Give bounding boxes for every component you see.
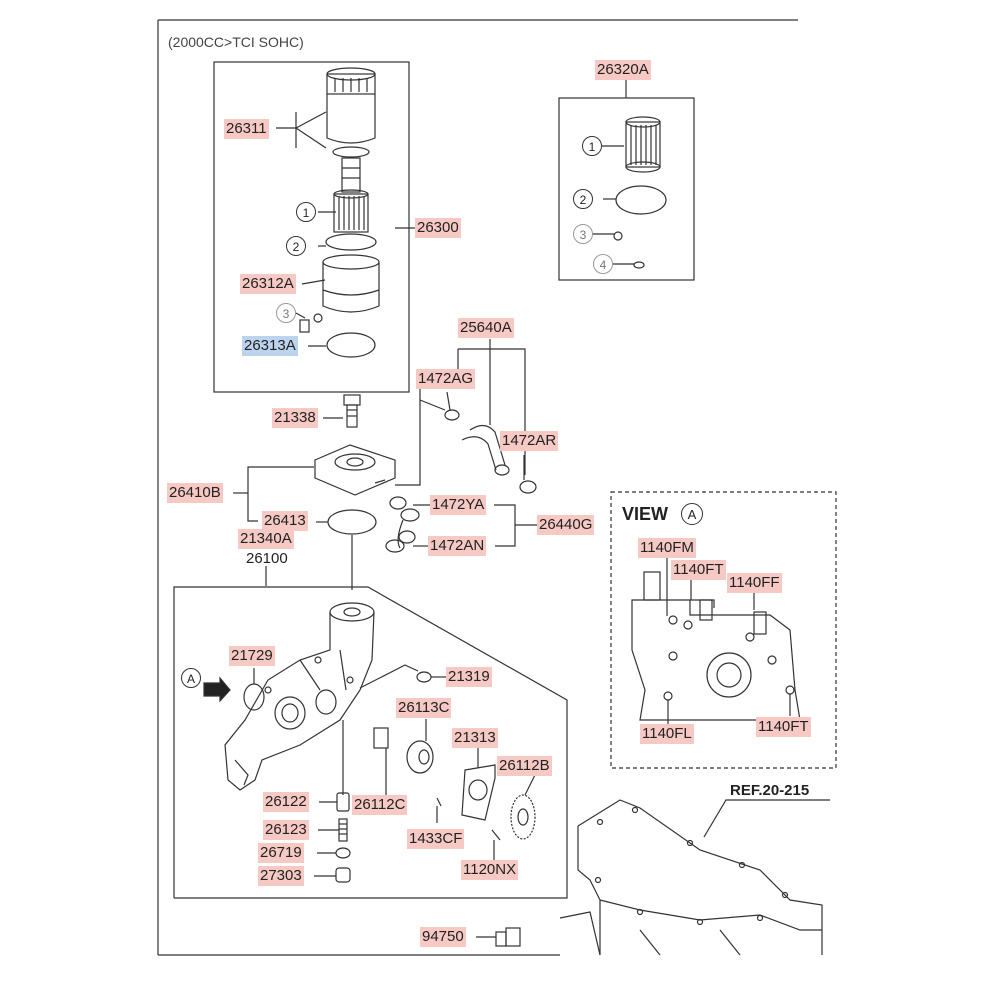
part-label-25640a[interactable]: 25640A [458, 318, 514, 338]
part-label-1472an[interactable]: 1472AN [428, 536, 487, 556]
callout-3: 3 [276, 303, 296, 323]
part-label-26122[interactable]: 26122 [263, 792, 309, 812]
part-label-1140ff[interactable]: 1140FF [727, 573, 782, 593]
part-label-1140ft-top[interactable]: 1140FT [671, 560, 726, 580]
view-arrow-a [203, 676, 231, 703]
view-a-marker: A [681, 503, 703, 525]
part-label-1472ag[interactable]: 1472AG [416, 369, 476, 389]
view-a-box [610, 491, 837, 769]
part-label-21319[interactable]: 21319 [446, 667, 492, 687]
oil-pump-box [173, 586, 568, 899]
callout-1: 1 [296, 202, 316, 222]
oil-filter-element-drawing [299, 67, 380, 358]
part-label-26440g[interactable]: 26440G [537, 515, 595, 535]
part-label-1472ya[interactable]: 1472YA [430, 495, 487, 515]
part-label-26410b[interactable]: 26410B [167, 483, 223, 503]
part-label-1140fl[interactable]: 1140FL [640, 724, 694, 744]
part-label-1120nx[interactable]: 1120NX [461, 860, 519, 880]
part-label-27303[interactable]: 27303 [258, 866, 304, 886]
callout-4: 4 [593, 254, 613, 274]
part-label-21729[interactable]: 21729 [229, 646, 275, 666]
part-label-26313a[interactable]: 26313A [242, 336, 298, 356]
part-label-1140fm[interactable]: 1140FM [638, 538, 696, 558]
callout-2: 2 [286, 236, 306, 256]
part-label-26123[interactable]: 26123 [263, 820, 309, 840]
part-label-26413[interactable]: 26413 [262, 511, 308, 531]
part-label-1140ft-bottom[interactable]: 1140FT [756, 717, 811, 737]
part-label-26112b[interactable]: 26112B [497, 756, 552, 776]
view-a-engine-front-drawing [631, 557, 801, 724]
part-label-26311[interactable]: 26311 [224, 119, 269, 139]
part-label-26312a[interactable]: 26312A [240, 274, 296, 294]
part-label-21313[interactable]: 21313 [452, 728, 498, 748]
oil-pan-drawing [559, 799, 823, 956]
part-label-26112c[interactable]: 26112C [352, 795, 408, 815]
engine-spec-header: (2000CC>TCI SOHC) [168, 34, 304, 50]
part-label-26300[interactable]: 26300 [415, 218, 461, 238]
part-label-26100[interactable]: 26100 [246, 550, 288, 567]
callout-2: 2 [573, 189, 593, 209]
part-label-21340a[interactable]: 21340A [238, 529, 294, 549]
part-label-26320a[interactable]: 26320A [595, 60, 651, 80]
ref-oil-pan-label[interactable]: REF.20-215 [730, 782, 810, 799]
part-label-1472ar[interactable]: 1472AR [500, 431, 559, 451]
part-label-1433cf[interactable]: 1433CF [407, 829, 465, 849]
view-a-title: VIEW [622, 504, 669, 524]
part-label-26719[interactable]: 26719 [258, 843, 304, 863]
part-label-26113c[interactable]: 26113C [396, 698, 452, 718]
view-marker-a: A [181, 668, 201, 688]
oil-filter-box [213, 61, 410, 393]
part-label-94750[interactable]: 94750 [420, 927, 466, 947]
callout-3: 3 [573, 224, 593, 244]
oil-pump-body-drawing [224, 602, 375, 795]
callout-1: 1 [582, 136, 602, 156]
part-label-21338[interactable]: 21338 [272, 408, 318, 428]
